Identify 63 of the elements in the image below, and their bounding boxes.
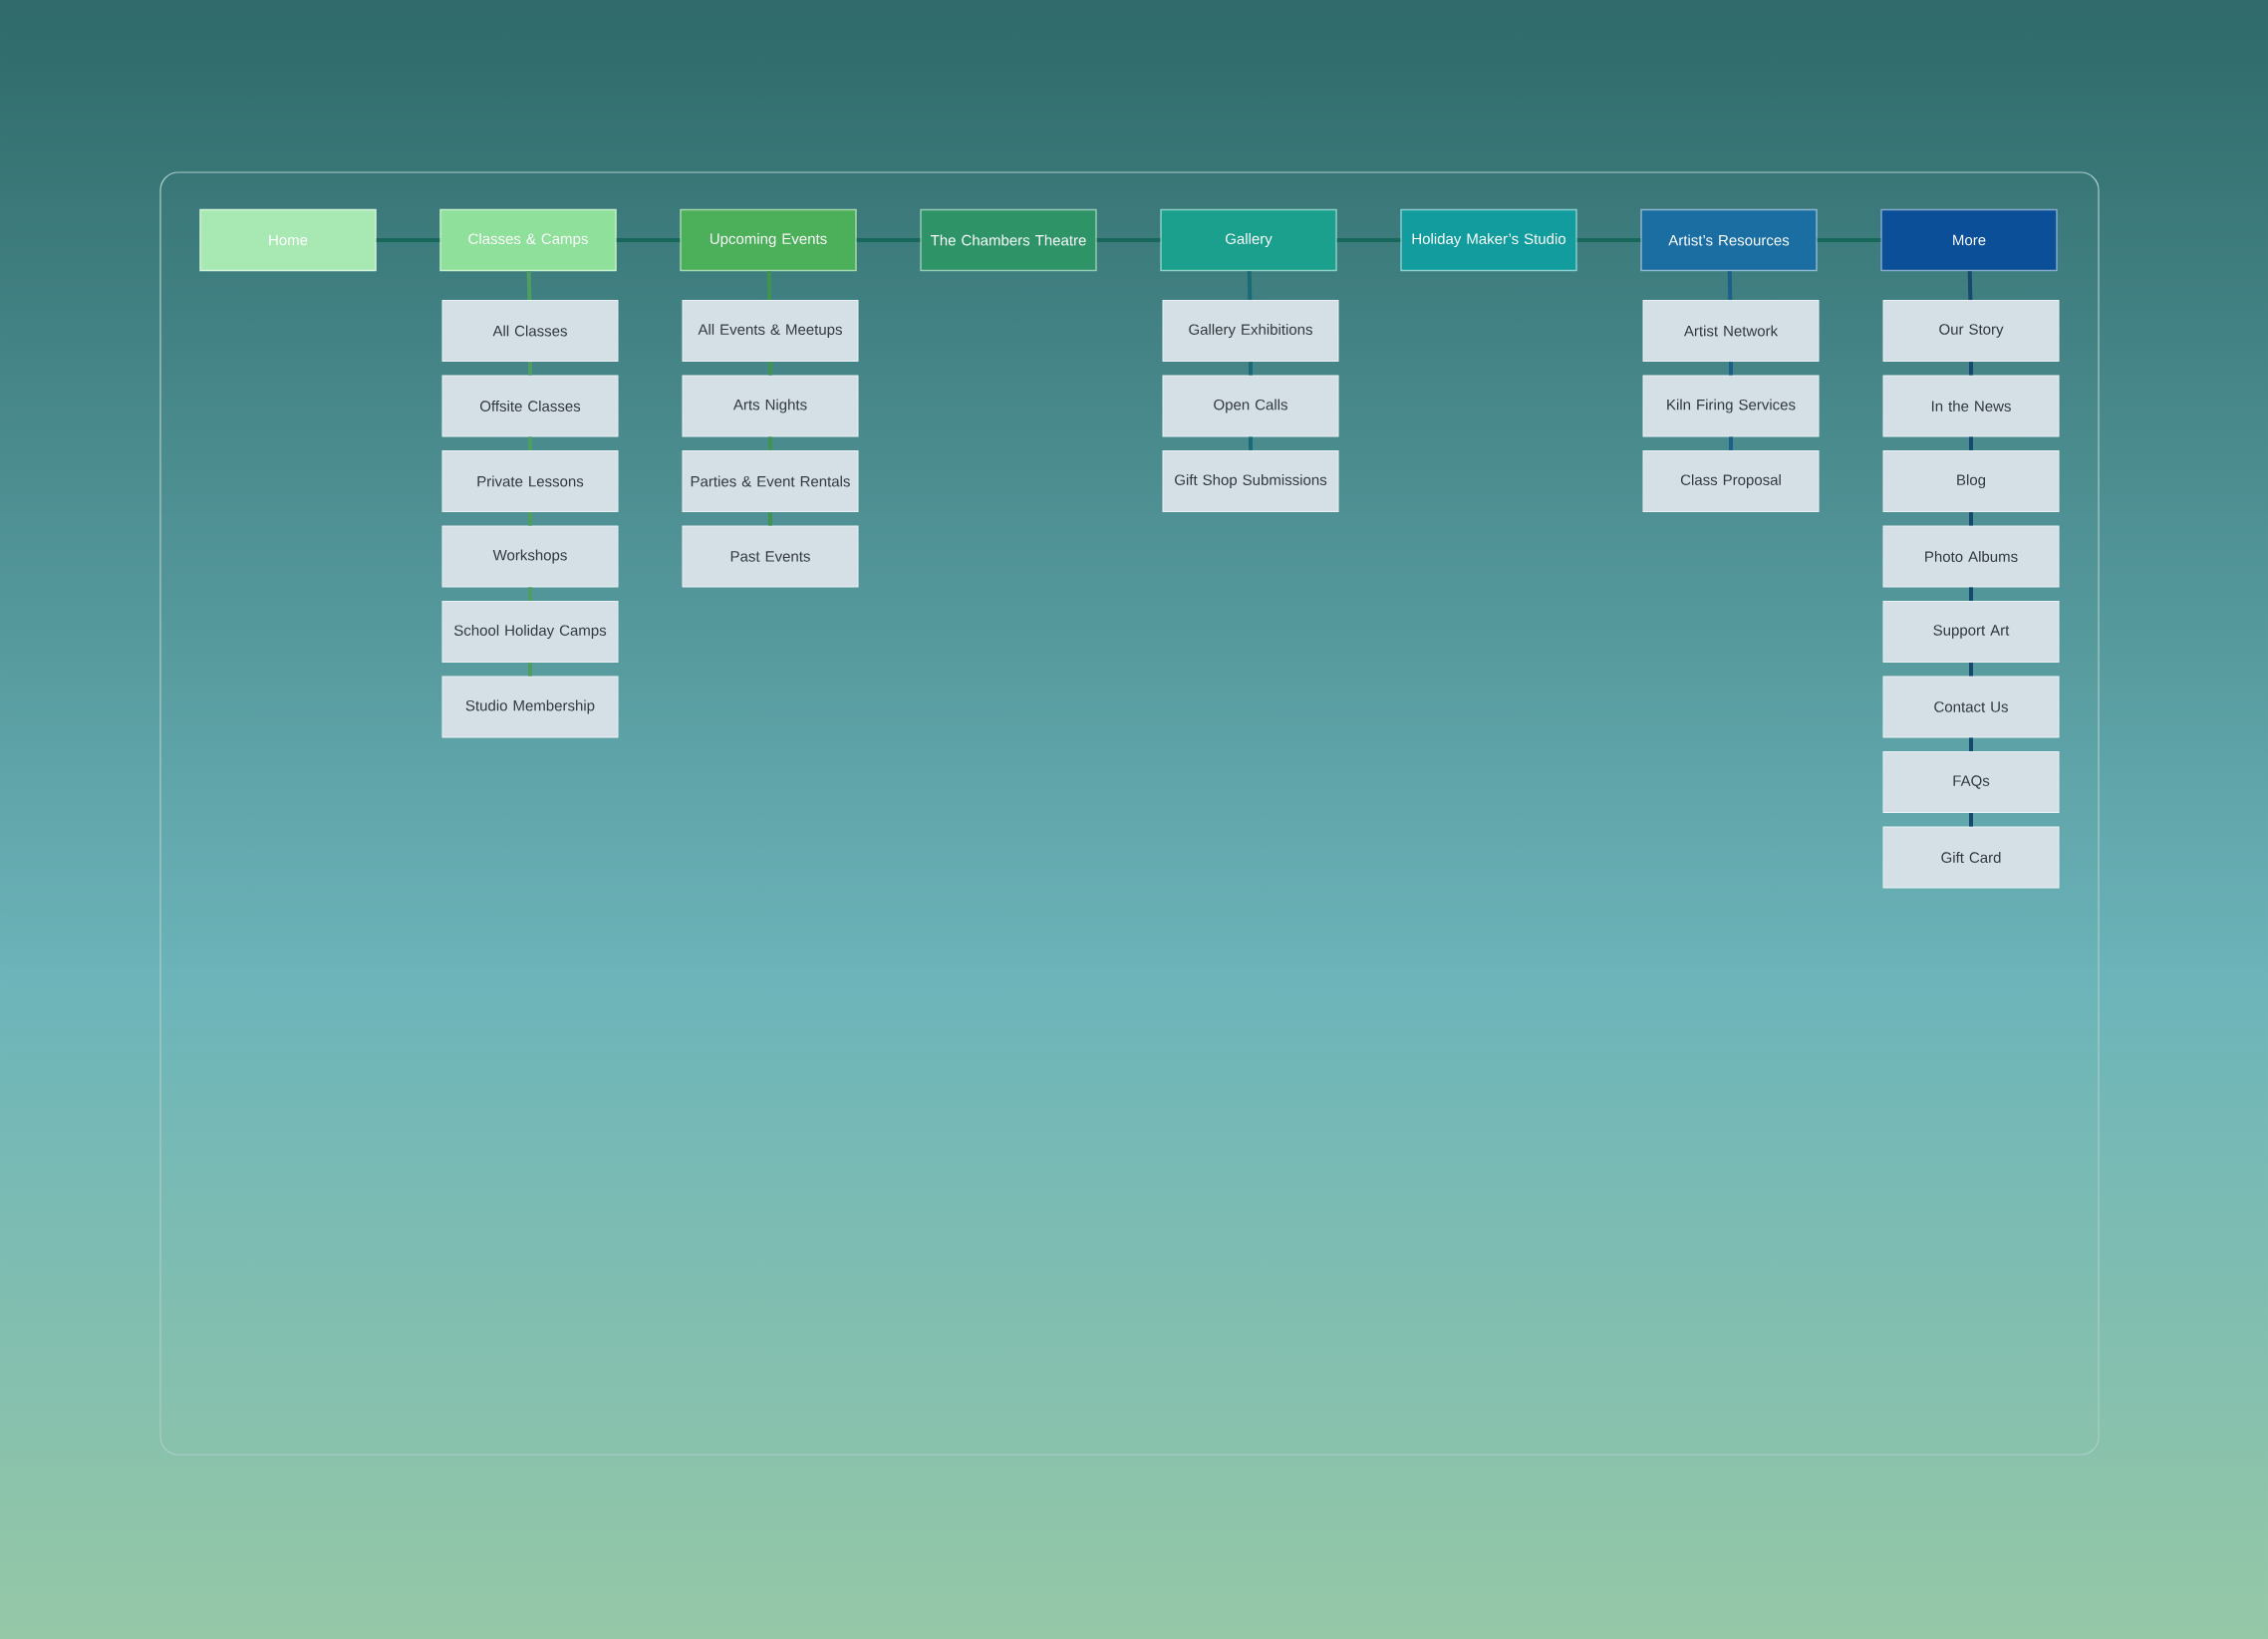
connector-line — [1096, 238, 1161, 242]
menu-box: Artist’s Resources — [1640, 208, 1818, 272]
menu-box: Classes & Camps — [439, 208, 617, 272]
menu-box: Holiday Maker’s Studio — [1400, 208, 1577, 272]
connector-line — [528, 663, 532, 677]
connector-line — [528, 362, 532, 376]
connector-line — [768, 436, 772, 450]
connector-line — [1969, 512, 1973, 526]
connector-line — [1729, 436, 1733, 450]
page-box: Class Proposal — [1642, 450, 1820, 512]
connector-line — [528, 587, 532, 601]
connector-line — [1249, 362, 1253, 376]
connector-line — [1576, 238, 1641, 242]
page-box: In the News — [1882, 375, 2060, 437]
page-box: Gallery Exhibitions — [1162, 300, 1339, 362]
menu-box: More — [1880, 208, 2058, 272]
page-box: Open Calls — [1162, 375, 1339, 437]
connector-line — [1969, 587, 1973, 601]
page-box: School Holiday Camps — [441, 601, 619, 663]
connector-line — [1247, 271, 1253, 301]
connector-line — [768, 362, 772, 376]
page-box: Private Lessons — [441, 450, 619, 512]
page-box: Contact Us — [1882, 676, 2060, 738]
page-box: FAQs — [1882, 751, 2060, 813]
connector-line — [616, 238, 681, 242]
page-box: Artist Network — [1642, 300, 1820, 362]
page-box: Arts Nights — [682, 375, 859, 437]
page-box: All Events & Meetups — [682, 300, 859, 362]
page-box: Offsite Classes — [441, 375, 619, 437]
connector-line — [1249, 436, 1253, 450]
connector-line — [1336, 238, 1401, 242]
connector-line — [1969, 663, 1973, 677]
page-box: Blog — [1882, 450, 2060, 512]
connector-line — [856, 238, 921, 242]
menu-box: The Chambers Theatre — [920, 208, 1097, 272]
page-box: Photo Albums — [1882, 525, 2060, 588]
page-box: Gift Shop Submissions — [1162, 450, 1339, 512]
connector-line — [1969, 737, 1973, 751]
page-box: Kiln Firing Services — [1642, 375, 1820, 437]
page-box: Gift Card — [1882, 826, 2060, 889]
page-box: All Classes — [441, 300, 619, 362]
page-box: Past Events — [682, 525, 859, 588]
connector-line — [1817, 238, 1881, 242]
connector-line — [768, 512, 772, 526]
connector-line — [1969, 436, 1973, 450]
page-box: Our Story — [1882, 300, 2060, 362]
menu-box: Upcoming Events — [680, 208, 857, 272]
connector-line — [1967, 271, 1973, 301]
connector-line — [1729, 362, 1733, 376]
connector-line — [528, 436, 532, 450]
page-box: Studio Membership — [441, 676, 619, 738]
connector-line — [528, 512, 532, 526]
connector-line — [526, 271, 532, 301]
menu-box: Home — [199, 208, 377, 272]
connector-line — [1969, 362, 1973, 376]
page-box: Support Art — [1882, 601, 2060, 663]
connector-line — [1969, 813, 1973, 827]
connector-line — [376, 238, 440, 242]
page-box: Workshops — [441, 525, 619, 588]
menu-box: Gallery — [1160, 208, 1337, 272]
page-box: Parties & Event Rentals — [682, 450, 859, 512]
connector-line — [1727, 271, 1733, 301]
connector-line — [766, 271, 772, 301]
